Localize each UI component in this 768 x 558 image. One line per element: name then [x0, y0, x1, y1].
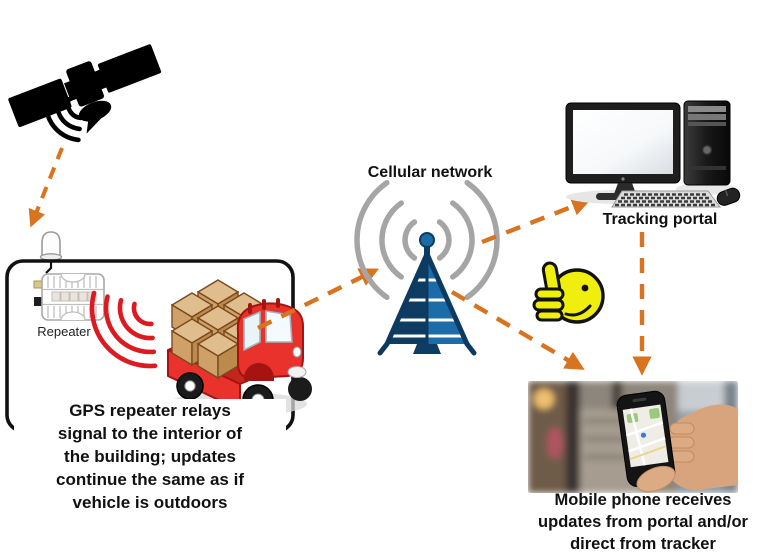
desktop-computer-icon [565, 100, 741, 208]
cell-tower-icon [354, 179, 500, 356]
repeater-label: Repeater [37, 324, 91, 339]
cellular-network-label: Cellular network [367, 164, 493, 181]
gps-antenna-icon [39, 231, 63, 274]
smartphone [616, 390, 676, 487]
satellite-icon [8, 44, 162, 143]
red-signal-waves-icon [89, 290, 158, 369]
hand [663, 404, 738, 491]
building-caption: GPS repeater relays signal to the interi… [14, 399, 286, 514]
thumb [636, 465, 676, 493]
delivery-truck-icon [167, 279, 312, 416]
mobile-caption: Mobile phone receives updates from porta… [538, 491, 748, 553]
dashed-arrow-satellite [28, 147, 64, 228]
mobile-phone-photo [528, 381, 738, 493]
thumbs-up-smiley-icon [532, 261, 605, 324]
tracking-portal-label: Tracking portal [602, 211, 718, 228]
dashed-arrow-tower-to-portal [481, 197, 592, 245]
dashed-arrow-truck-to-tower [257, 268, 379, 330]
